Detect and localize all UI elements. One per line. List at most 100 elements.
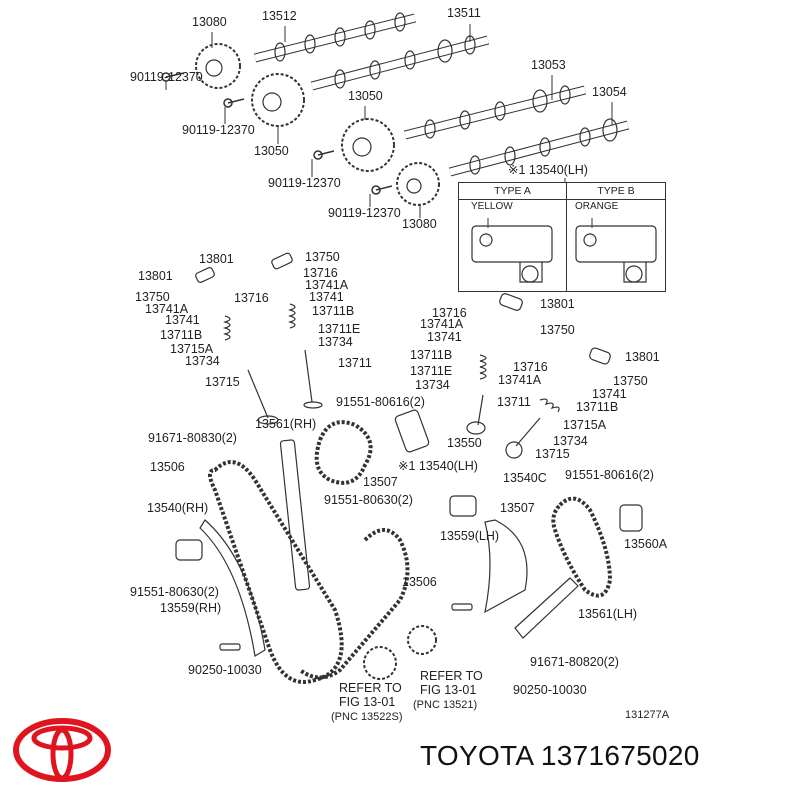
type-divider xyxy=(566,183,567,291)
part-label: 13750 xyxy=(540,323,575,337)
valve-assemblies xyxy=(195,252,611,459)
part-label: ※1 13540(LH) xyxy=(398,459,478,473)
part-label: 13750 xyxy=(613,374,648,388)
part-label: 13512 xyxy=(262,9,297,23)
part-label: 13507 xyxy=(363,475,398,489)
part-label: 13715A xyxy=(563,418,607,432)
cam-gear-13050-lower xyxy=(341,118,395,172)
reference-note: FIG 13-01 xyxy=(339,695,396,709)
type-b-color: ORANGE xyxy=(575,201,619,212)
part-label: 13054 xyxy=(592,85,627,99)
part-label: 13801 xyxy=(540,297,575,311)
part-label: 13711E xyxy=(318,322,361,336)
reference-note: (PNC 13521) xyxy=(413,699,478,711)
part-label: 13734 xyxy=(415,378,450,392)
part-label: 13750 xyxy=(305,250,340,264)
part-label: 13561(LH) xyxy=(578,607,638,621)
reference-note: REFER TO xyxy=(339,681,402,695)
part-label: 91551-80630(2) xyxy=(324,493,413,507)
reference-note: REFER TO xyxy=(420,669,483,683)
part-label: 91551-80616(2) xyxy=(336,395,425,409)
part-label: 13711 xyxy=(338,356,372,370)
part-label: 13050 xyxy=(254,144,289,158)
part-label: 13741 xyxy=(592,387,627,401)
part-label: 13734 xyxy=(185,354,220,368)
part-label: 13080 xyxy=(192,15,227,29)
part-label: 13801 xyxy=(199,252,234,266)
type-a-color: YELLOW xyxy=(471,201,513,212)
part-label: 91671-80820(2) xyxy=(530,655,619,669)
chain-guides xyxy=(175,409,643,680)
part-label: 13560A xyxy=(624,537,668,551)
part-label: 13716 xyxy=(513,360,548,374)
leader-lines xyxy=(165,24,613,218)
part-label: 13506 xyxy=(402,575,437,589)
bolt-icons xyxy=(161,72,393,195)
part-label: 13715 xyxy=(535,447,570,461)
timing-chains xyxy=(208,420,613,684)
part-number-title: TOYOTA 1371675020 xyxy=(420,740,700,771)
part-label: 91551-80616(2) xyxy=(565,468,654,482)
cam-gear-13050-upper xyxy=(251,73,305,127)
vvt-gear-13080-lower xyxy=(396,162,440,206)
part-label: 13734 xyxy=(318,335,353,349)
camshaft-13054 xyxy=(448,118,630,177)
part-label: 13716 xyxy=(432,306,467,320)
part-label: 13741A xyxy=(305,278,349,292)
part-label: 13540C xyxy=(503,471,547,485)
tensioner-type-a-drawing xyxy=(471,218,553,283)
part-label: 13801 xyxy=(625,350,660,364)
part-label: 13050 xyxy=(348,89,383,103)
part-label: 13711B xyxy=(576,400,619,414)
part-label: ※1 13540(LH) xyxy=(508,163,588,177)
part-label: 13550 xyxy=(447,436,482,450)
part-label: 13540(RH) xyxy=(147,501,209,515)
part-label: 13711B xyxy=(312,304,355,318)
part-label: 13715 xyxy=(205,375,240,389)
part-label: 90250-10030 xyxy=(188,663,262,677)
vvt-gear-13080-upper xyxy=(195,43,241,89)
part-label: 91671-80830(2) xyxy=(148,431,237,445)
part-label: 91551-80630(2) xyxy=(130,585,219,599)
part-label: 13711E xyxy=(410,364,453,378)
part-label: 13559(LH) xyxy=(440,529,500,543)
toyota-logo-icon xyxy=(13,718,111,782)
part-label: 90119-12370 xyxy=(182,123,255,137)
part-label: 13716 xyxy=(303,266,338,280)
tensioner-type-b-drawing xyxy=(575,218,657,283)
part-label: 13801 xyxy=(138,269,173,283)
part-label: 13750 xyxy=(135,290,170,304)
part-label: 13711B xyxy=(410,348,453,362)
part-label: 90119-12370 xyxy=(130,70,203,84)
part-label: 13053 xyxy=(531,58,566,72)
part-label: 13741A xyxy=(498,373,542,387)
part-label: 13559(RH) xyxy=(160,601,222,615)
part-label: 90250-10030 xyxy=(513,683,587,697)
part-label: 13741 xyxy=(309,290,344,304)
reference-note: (PNC 13522S) xyxy=(331,711,403,723)
part-label: 13711B xyxy=(160,328,203,342)
part-label: 90119-12370 xyxy=(328,206,401,220)
part-label: 13561(RH) xyxy=(255,417,317,431)
figure-code: 131277A xyxy=(625,709,670,721)
camshaft-13053 xyxy=(403,85,587,140)
type-a-header: TYPE A xyxy=(459,183,567,200)
part-label: 13506 xyxy=(150,460,185,474)
camshaft-13511 xyxy=(310,35,490,91)
part-label: 13080 xyxy=(402,217,437,231)
part-label: 90119-12370 xyxy=(268,176,341,190)
part-label: 13741 xyxy=(165,313,200,327)
part-label: 13734 xyxy=(553,434,588,448)
part-label: 13507 xyxy=(500,501,535,515)
tensioner-type-table: TYPE A TYPE B YELLOW ORANGE xyxy=(458,182,666,292)
part-label: 13741 xyxy=(427,330,462,344)
part-label: 13716 xyxy=(234,291,269,305)
part-label: 13711 xyxy=(497,395,531,409)
part-label: 13715A xyxy=(170,342,214,356)
part-label: 13741A xyxy=(145,302,189,316)
type-b-header: TYPE B xyxy=(567,183,665,200)
part-label: 13741A xyxy=(420,317,464,331)
reference-note: FIG 13-01 xyxy=(420,683,477,697)
part-label: 13511 xyxy=(447,6,481,20)
